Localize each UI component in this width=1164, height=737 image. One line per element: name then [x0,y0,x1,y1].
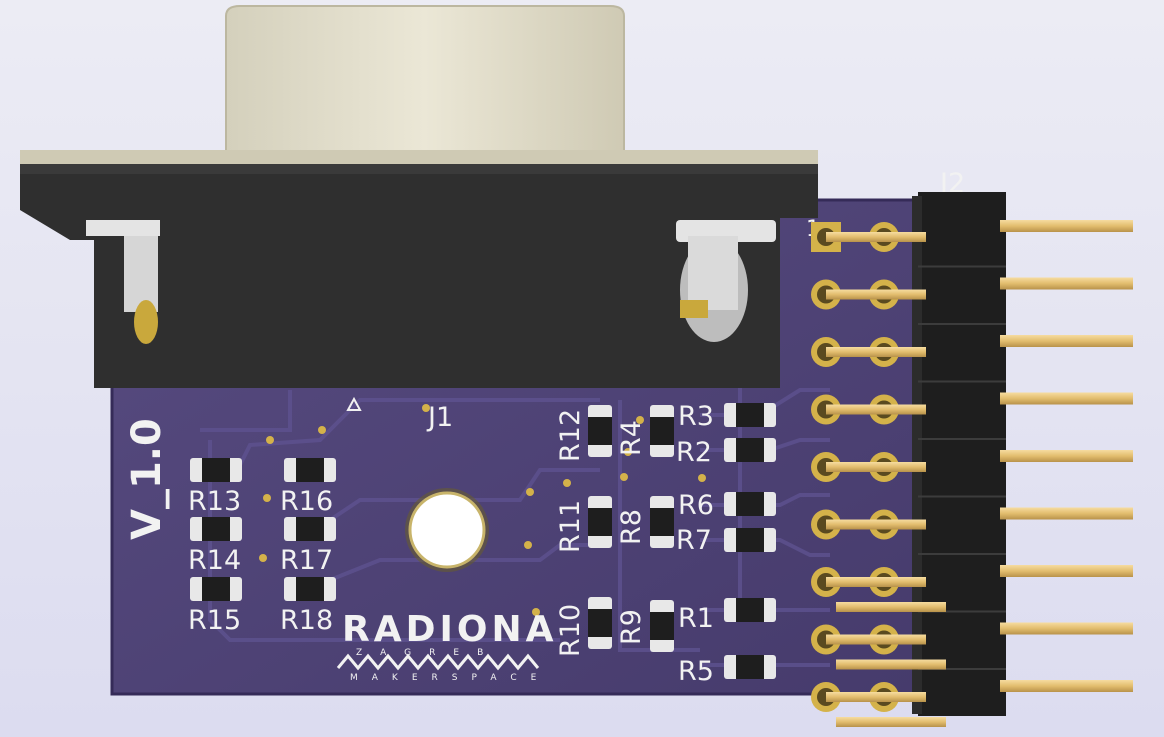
header-pin-long [1000,680,1133,692]
resistor-r6 [724,492,776,516]
header-pin-short [826,462,926,472]
connector-body [20,164,818,388]
screw-post-right-icon [676,220,776,342]
resistor-r7 [724,528,776,552]
silkscreen: V_1.0 J1 J2 1 R1 R2 R3 R4 R5 R6 R7 R8 R9… [124,168,965,687]
resistor-r3 [724,403,776,427]
label-r8: R8 [616,509,647,545]
mounting-hole [405,488,489,572]
zigzag-line-icon [336,653,540,671]
resistor-r5 [724,655,776,679]
resistor-r9 [650,600,674,652]
label-r17: R17 [280,545,333,576]
header-pin-short [826,634,926,645]
label-r12: R12 [555,409,586,462]
label-r16: R16 [280,486,333,517]
version-label: V_1.0 [124,418,170,540]
header-pins [826,220,1133,727]
radiona-logo: RADIONA ZAGREB MAKERSPACE [336,609,557,683]
header-pin-bent [836,659,946,670]
label-r5: R5 [678,656,714,687]
header-pin-long [1000,622,1133,635]
label-r13: R13 [188,486,241,517]
resistor-r1 [724,598,776,622]
smd-resistors [190,403,776,679]
label-r6: R6 [678,490,714,521]
resistor-r4 [650,405,674,457]
resistor-r15 [190,577,242,601]
header-pin-bent [836,602,946,612]
screw-post-left-icon [86,220,160,344]
label-r3: R3 [678,401,714,432]
resistor-r12 [588,405,612,457]
vias [259,404,706,616]
header-pin-long [1000,335,1133,347]
connector-ref-label: J1 [426,402,453,433]
logo-makerspace: MAKERSPACE [350,673,550,683]
label-r10: R10 [555,604,586,657]
resistor-r10 [588,597,612,649]
label-r2: R2 [676,437,712,468]
header-pin-short [826,404,926,415]
header-pin-long [1000,277,1133,290]
header-pin-short [826,232,926,242]
pin-header-j2 [811,192,1133,727]
label-r1: R1 [678,603,714,634]
vga-connector-j1 [20,5,818,388]
resistor-r2 [724,438,776,462]
label-r14: R14 [188,545,241,576]
logo-name: RADIONA [342,609,557,650]
header-pin-short [826,519,926,530]
header-pin-short [826,289,926,300]
logo-city: ZAGREB [356,648,501,658]
header-body [918,192,1006,716]
resistor-r17 [284,517,336,541]
label-r11: R11 [555,500,586,553]
resistor-r14 [190,517,242,541]
header-pin-short [826,692,926,702]
label-r15: R15 [188,605,241,636]
header-pin-short [826,347,926,357]
header-pin-bent [836,717,946,727]
label-r9: R9 [616,609,647,645]
resistor-r13 [190,458,242,482]
pin1-triangle-icon [346,396,362,411]
header-pin-long [1000,507,1133,520]
resistor-r11 [588,496,612,548]
resistor-r16 [284,458,336,482]
header-pin-long [1000,220,1133,232]
header-pin-long [1000,392,1133,405]
resistor-r18 [284,577,336,601]
header-pin-short [826,577,926,587]
header-pin-long [1000,565,1133,577]
label-r7: R7 [676,525,712,556]
label-r4: R4 [616,420,647,456]
dsub-shell [225,5,625,161]
header-pin-long [1000,450,1133,462]
resistor-r8 [650,496,674,548]
label-r18: R18 [280,605,333,636]
